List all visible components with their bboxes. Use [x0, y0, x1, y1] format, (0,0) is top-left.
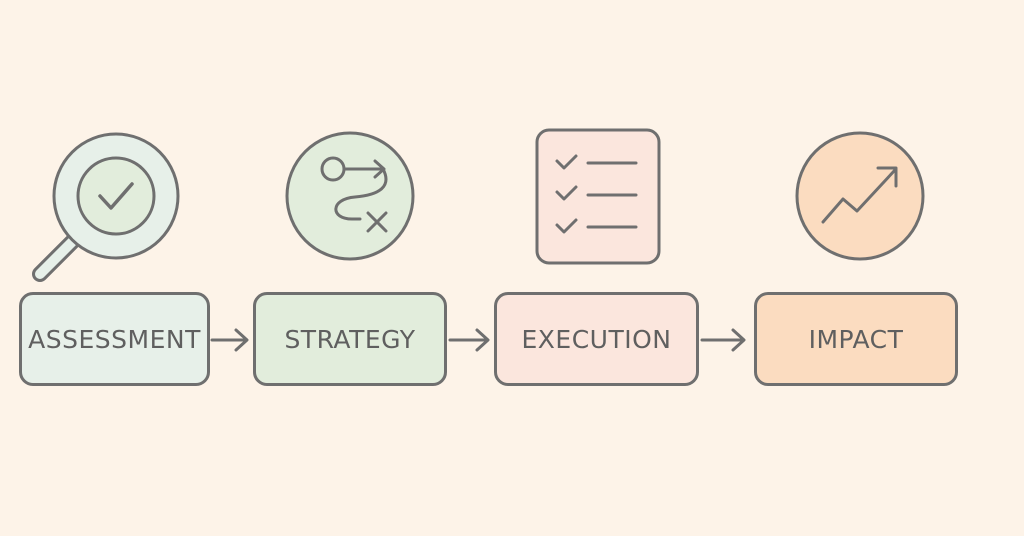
- checklist-icon: [535, 128, 661, 265]
- path-route-icon: [285, 131, 415, 261]
- arrow-right-icon: [448, 328, 490, 352]
- stage-box-execution: EXECUTION: [494, 292, 699, 386]
- stage-label-impact: IMPACT: [808, 324, 904, 354]
- stage-label-assessment: ASSESSMENT: [28, 324, 201, 354]
- stage-box-strategy: STRATEGY: [253, 292, 447, 386]
- stage-box-assessment: ASSESSMENT: [19, 292, 210, 386]
- stage-label-strategy: STRATEGY: [284, 324, 416, 354]
- trend-up-icon: [795, 131, 925, 261]
- magnifier-check-icon: [32, 132, 180, 282]
- stage-label-execution: EXECUTION: [521, 324, 672, 354]
- arrow-right-icon: [700, 328, 746, 352]
- arrow-right-icon: [210, 328, 249, 352]
- stage-box-impact: IMPACT: [754, 292, 958, 386]
